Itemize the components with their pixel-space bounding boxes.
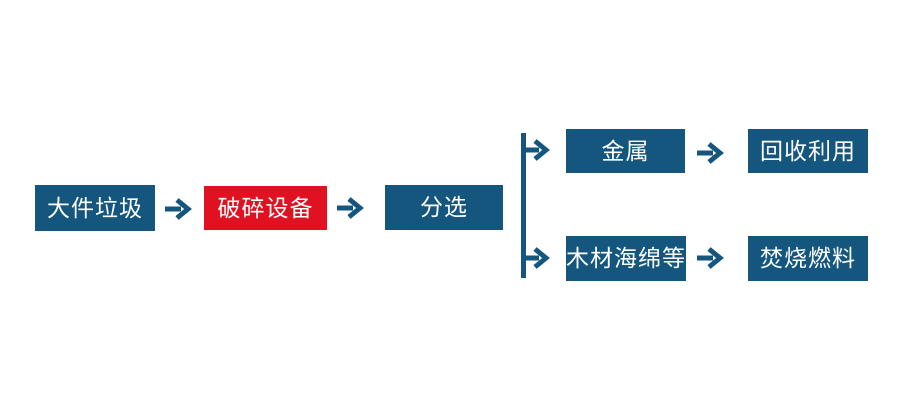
node-metal: 金属 — [566, 129, 685, 173]
right-arrow-icon — [697, 247, 724, 269]
node-incineration-fuel: 焚烧燃料 — [748, 236, 868, 281]
branch-connector-line — [521, 133, 526, 278]
node-wood-sponge: 木材海绵等 — [566, 236, 686, 281]
node-crusher: 破碎设备 — [204, 186, 327, 230]
right-arrow-icon — [165, 198, 192, 220]
branch-right-arrow-icon — [523, 139, 550, 161]
branch-right-arrow-icon — [523, 247, 550, 269]
node-recycle: 回收利用 — [748, 129, 868, 173]
right-arrow-icon — [697, 142, 724, 164]
node-sorting: 分选 — [385, 185, 503, 230]
node-bulky-waste: 大件垃圾 — [35, 185, 155, 231]
right-arrow-icon — [337, 197, 364, 219]
